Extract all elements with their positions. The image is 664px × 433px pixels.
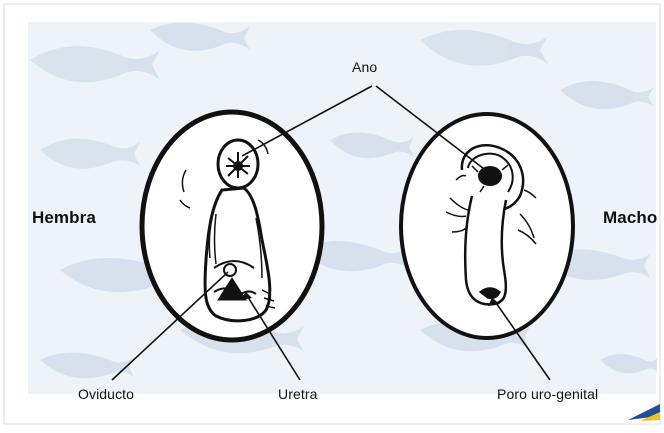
label-macho: Macho: [603, 208, 657, 228]
label-oviducto: Oviducto: [78, 386, 134, 402]
male-diagram: [401, 114, 573, 338]
male-anus-mark: [478, 166, 502, 186]
label-poro-uro-genital: Poro uro-genital: [497, 386, 598, 402]
label-ano: Ano: [352, 59, 377, 75]
label-uretra: Uretra: [278, 386, 318, 402]
label-hembra: Hembra: [32, 208, 96, 228]
female-diagram: [142, 112, 322, 340]
